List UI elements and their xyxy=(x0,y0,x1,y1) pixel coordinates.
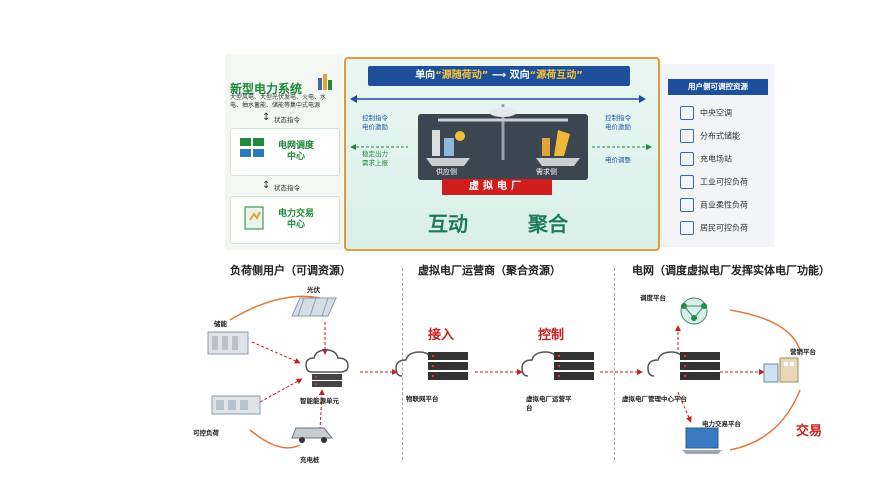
mgmt-platform-label: 虚拟电厂管理中心平台 xyxy=(622,395,687,403)
dispatch-center-line2: 中心 xyxy=(286,152,305,162)
resource-label: 中央空调 xyxy=(700,108,732,118)
resource-label: 充电场站 xyxy=(700,154,732,164)
status-command-1: 状态指令 xyxy=(274,116,300,124)
storage-battery-icon xyxy=(206,326,252,356)
resource-item: 中央空调 xyxy=(680,106,748,120)
trading-center-line1: 电力交易 xyxy=(277,209,314,219)
banner-arrow: ⟶ xyxy=(491,70,507,81)
marketing-building-icon xyxy=(760,354,804,384)
dispatch-platform-label: 调度平台 xyxy=(640,294,666,302)
new-power-system-desc-1: 大型风电、大型光伏发电、火电、水 xyxy=(230,94,327,101)
updown-arrow-icon: ↕ xyxy=(262,180,271,191)
resource-item: 居民可控负荷 xyxy=(680,221,748,235)
building-icon xyxy=(680,198,694,212)
factory-icon xyxy=(680,175,694,189)
smart-unit-label: 智能能源单元 xyxy=(300,397,339,405)
operator-platform-line1: 虚拟电厂运营平 xyxy=(526,395,572,403)
people-icon xyxy=(680,221,694,235)
resource-item: 分布式储能 xyxy=(680,129,748,143)
demand-side-label: 需求侧 xyxy=(536,168,557,176)
mgmt-server-icon xyxy=(646,346,726,386)
updown-arrow-icon: ↕ xyxy=(262,112,271,123)
power-plant-icon xyxy=(317,72,333,90)
banner-twoway: 双向 xyxy=(509,70,530,81)
right-signal-2: 电价激励 xyxy=(605,123,631,131)
section-grid: 电网（调度虚拟电厂发挥实体电厂功能） xyxy=(632,264,830,277)
left-signal-3: 稳定出力 xyxy=(362,150,388,158)
trading-laptop-icon xyxy=(680,424,724,456)
iot-server-icon xyxy=(394,346,474,386)
connection-lines xyxy=(190,280,850,470)
section-load-users: 负荷侧用户（可调资源） xyxy=(230,264,351,277)
trading-center-line2: 中心 xyxy=(286,220,305,230)
user-resources-list: 中央空调 分布式储能 充电场站 工业可控负荷 商业柔性负荷 居民可控负荷 xyxy=(680,106,748,235)
interact-word: 互动 xyxy=(428,212,468,236)
dispatch-screen-icon xyxy=(240,138,266,162)
aggregate-word: 聚合 xyxy=(528,212,568,236)
left-signal-4: 需求上报 xyxy=(362,159,388,167)
control-label: 控制 xyxy=(538,328,565,343)
pv-label: 光伏 xyxy=(307,286,320,294)
banner-quote-1: “源随荷动” xyxy=(435,70,489,81)
access-label: 接入 xyxy=(428,328,455,343)
resource-item: 工业可控负荷 xyxy=(680,175,748,189)
resource-label: 分布式储能 xyxy=(700,131,740,141)
right-signal-1: 控制指令 xyxy=(605,114,631,122)
divider-1 xyxy=(402,268,403,460)
right-dashed-arrow xyxy=(590,136,652,150)
double-arrow-icon xyxy=(350,88,646,103)
ev-car-icon xyxy=(288,420,338,444)
charger-icon xyxy=(680,152,694,166)
resource-label: 商业柔性负荷 xyxy=(700,200,748,210)
solar-panel-icon xyxy=(288,296,338,320)
section-vpp-operator: 虚拟电厂运营商（聚合资源） xyxy=(418,264,561,277)
resource-item: 充电场站 xyxy=(680,152,748,166)
new-power-system-title: 新型电力系统 xyxy=(230,82,303,96)
resource-label: 居民可控负荷 xyxy=(700,223,748,233)
marketing-platform-label: 营销平台 xyxy=(790,348,816,356)
operator-platform-line2: 台 xyxy=(526,404,533,412)
storage-icon xyxy=(680,129,694,143)
left-signal-2: 电价激励 xyxy=(362,123,388,131)
source-load-banner: 单向“源随荷动” ⟶ 双向“源荷互动” xyxy=(368,66,630,86)
trade-label: 交易 xyxy=(796,424,823,439)
balance-scale-illustration xyxy=(418,100,588,180)
iot-platform-label: 物联网平台 xyxy=(406,395,439,403)
banner-quote-2: “源荷互动” xyxy=(529,70,583,81)
trading-doc-icon xyxy=(244,206,266,230)
smart-unit-cloud-icon xyxy=(302,348,352,388)
banner-oneway: 单向 xyxy=(415,70,436,81)
user-resources-title: 用户侧可调控资源 xyxy=(668,79,768,95)
left-dashed-arrow xyxy=(350,136,410,150)
resource-label: 工业可控负荷 xyxy=(700,177,748,187)
left-signal-1: 控制指令 xyxy=(362,114,388,122)
charging-pile-label: 充电桩 xyxy=(300,456,320,464)
new-power-system-desc-2: 电、抽水蓄能、储能等集中式电源 xyxy=(230,102,321,109)
controllable-load-icon xyxy=(210,392,264,416)
storage-label: 储能 xyxy=(214,320,227,328)
operator-server-icon xyxy=(520,346,600,386)
dispatch-center-line1: 电网调度 xyxy=(277,141,314,151)
snowflake-icon xyxy=(680,106,694,120)
trading-center-box xyxy=(230,196,340,244)
divider-2 xyxy=(614,268,615,460)
trading-platform-label: 电力交易平台 xyxy=(702,420,741,428)
status-command-2: 状态指令 xyxy=(274,184,300,192)
controllable-load-label: 可控负荷 xyxy=(193,429,219,437)
dispatch-network-icon xyxy=(672,296,716,326)
vpp-label: 虚拟电厂 xyxy=(442,179,552,195)
right-signal-3: 电价调整 xyxy=(605,156,631,164)
resource-item: 商业柔性负荷 xyxy=(680,198,748,212)
supply-side-label: 供应侧 xyxy=(436,168,457,176)
